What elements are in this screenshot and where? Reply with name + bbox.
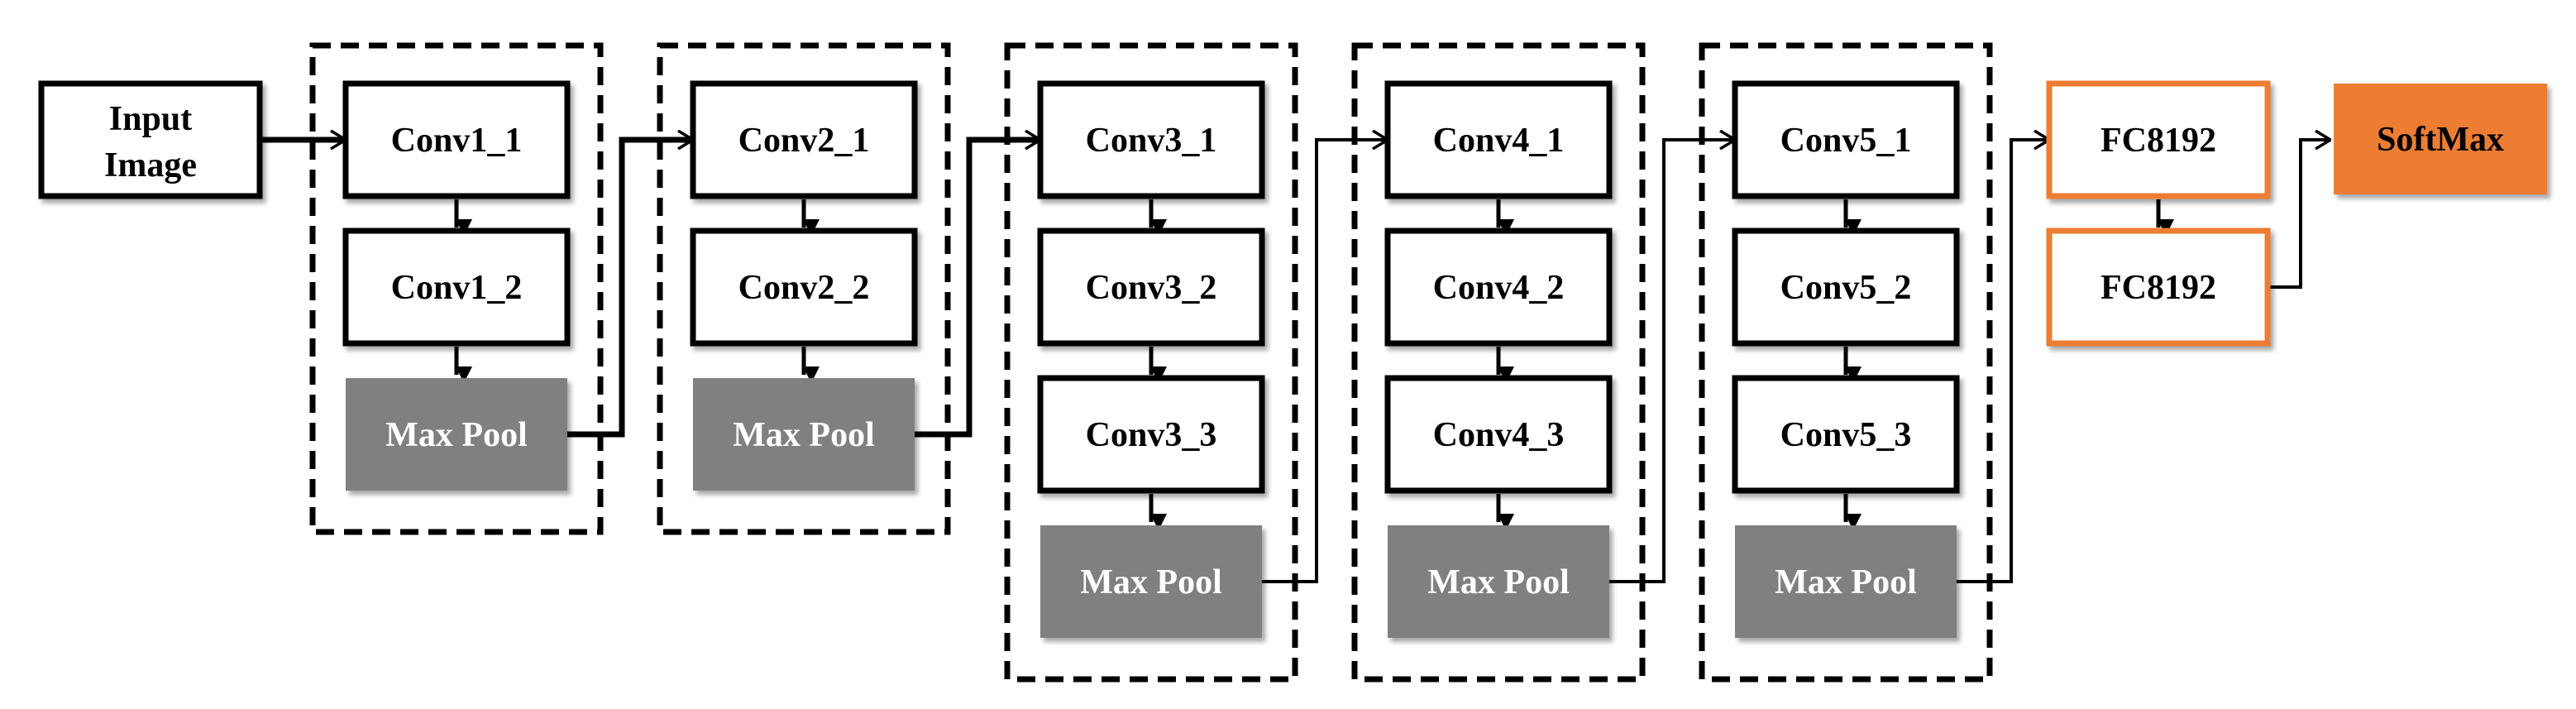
conv-layer-label: Conv2_2	[738, 269, 870, 307]
arrow-block-3-out	[1262, 140, 1388, 583]
max-pool-label: Max Pool	[385, 416, 527, 454]
conv-layer-label: Conv1_1	[391, 122, 523, 160]
fc-layer-label: FC8192	[2100, 269, 2216, 307]
max-pool-label: Max Pool	[733, 416, 874, 454]
input-image-node: Input Image	[38, 80, 263, 199]
conv-layer-node: Conv3_1	[1037, 80, 1265, 199]
conv-layer-node: Conv1_1	[342, 80, 571, 199]
max-pool-node: Max Pool	[1040, 525, 1262, 638]
softmax-label: SoftMax	[2377, 121, 2504, 159]
conv-layer-label: Conv2_1	[738, 122, 870, 160]
max-pool-label: Max Pool	[1775, 563, 1916, 601]
conv-layer-node: Conv5_2	[1732, 228, 1960, 347]
conv-layer-node: Conv2_2	[690, 228, 918, 347]
block-2-container	[657, 42, 951, 535]
conv-layer-label: Conv3_1	[1086, 122, 1217, 160]
arrow-block-1-out	[567, 140, 693, 438]
softmax-node: SoftMax	[2334, 84, 2547, 194]
conv-layer-node: Conv2_1	[690, 80, 918, 199]
max-pool-label: Max Pool	[1080, 563, 1221, 601]
block-5-container	[1699, 42, 1993, 683]
conv-layer-node: Conv5_3	[1732, 375, 1960, 494]
conv-layer-node: Conv4_2	[1384, 228, 1613, 347]
conv-layer-label: Conv3_2	[1086, 269, 1217, 307]
block-3-container	[1004, 42, 1298, 683]
conv-layer-label: Conv1_2	[391, 269, 523, 307]
conv-layer-node: Conv3_3	[1037, 375, 1265, 494]
input-label-line2: Image	[104, 146, 197, 184]
block-4-container	[1351, 42, 1646, 683]
max-pool-node: Max Pool	[1388, 525, 1609, 638]
conv-layer-node: Conv3_2	[1037, 228, 1265, 347]
fc-layer-label: FC8192	[2100, 122, 2216, 160]
arrow-fc-to-softmax	[2268, 140, 2330, 289]
max-pool-label: Max Pool	[1427, 563, 1569, 601]
max-pool-node: Max Pool	[346, 378, 567, 491]
fc-layer-node: FC8192	[2046, 228, 2271, 347]
conv-layer-label: Conv4_3	[1433, 416, 1565, 454]
conv-layer-label: Conv5_2	[1780, 269, 1912, 307]
arrow-block-2-out	[915, 140, 1040, 438]
max-pool-node: Max Pool	[693, 378, 915, 491]
conv-layer-label: Conv3_3	[1086, 416, 1217, 454]
input-label-line1: Input	[109, 100, 192, 138]
arrow-block-4-out	[1609, 140, 1735, 583]
conv-layer-node: Conv5_1	[1732, 80, 1960, 199]
conv-layer-label: Conv4_2	[1433, 269, 1565, 307]
conv-layer-node: Conv1_2	[342, 228, 571, 347]
max-pool-node: Max Pool	[1735, 525, 1957, 638]
conv-layer-label: Conv4_1	[1433, 122, 1565, 160]
arrow-block-5-out	[1957, 140, 2049, 583]
conv-layer-label: Conv5_3	[1780, 416, 1912, 454]
conv-layer-label: Conv5_1	[1780, 122, 1912, 160]
conv-layer-node: Conv4_1	[1384, 80, 1613, 199]
block-1-container	[309, 42, 604, 535]
conv-layer-node: Conv4_3	[1384, 375, 1613, 494]
fc-layer-node: FC8192	[2046, 80, 2271, 199]
